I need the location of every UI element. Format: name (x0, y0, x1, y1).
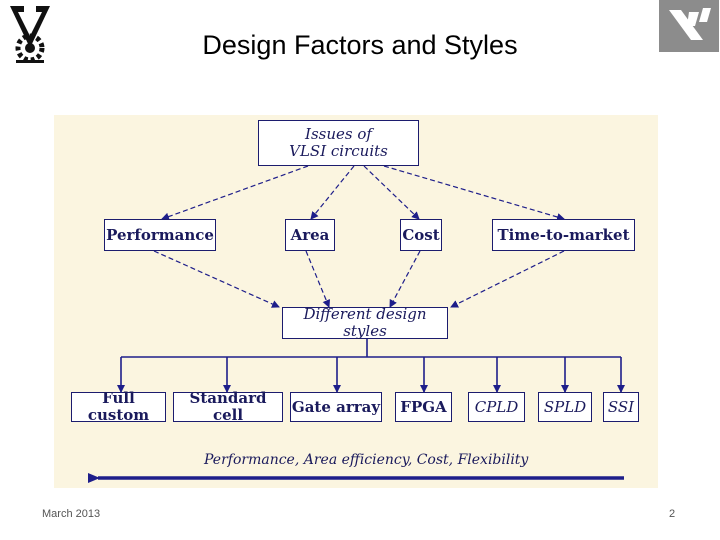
diagram-connectors (88, 165, 625, 483)
top-to-factors-arrows (161, 165, 565, 221)
vlsi-lab-logo (659, 0, 719, 52)
technion-logo (4, 2, 56, 64)
node-time-to-market: Time-to-market (492, 219, 635, 251)
node-fpga: FPGA (395, 392, 452, 422)
slide-title: Design Factors and Styles (202, 30, 518, 60)
footer-page-number: 2 (669, 508, 676, 520)
node-cost: Cost (400, 219, 442, 251)
middle-to-styles-bus (117, 339, 625, 393)
node-full-custom: Full custom (71, 390, 166, 424)
node-spld: SPLD (538, 392, 592, 422)
node-ssi: SSI (603, 392, 639, 422)
node-standard-cell: Standard cell (173, 390, 283, 424)
node-different-design-styles: Different design styles (282, 306, 448, 340)
node-gate-array: Gate array (290, 392, 382, 422)
node-area: Area (285, 219, 335, 251)
node-issues-of-vlsi: Issues of VLSI circuits (258, 120, 419, 166)
design-styles-diagram: Issues of VLSI circuits Performance Area… (54, 115, 658, 488)
factors-to-middle-arrows (153, 250, 565, 308)
trend-label: Performance, Area efficiency, Cost, Flex… (204, 452, 529, 468)
footer-date: March 2013 (42, 508, 101, 520)
node-performance: Performance (104, 219, 216, 251)
node-cpld: CPLD (468, 392, 525, 422)
